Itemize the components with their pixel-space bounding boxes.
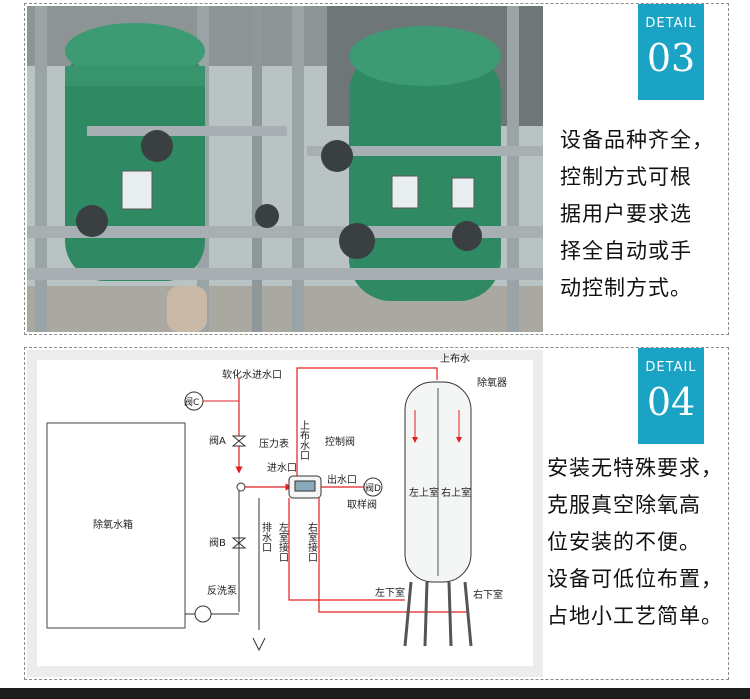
detail-badge: DETAIL 04 bbox=[638, 348, 704, 444]
valve-d-label: 阀D bbox=[365, 483, 381, 494]
description-line: 择全自动或手 bbox=[560, 239, 692, 263]
valve-a-label: 阀A bbox=[209, 434, 226, 447]
junction-icon bbox=[236, 482, 246, 492]
sampling-valve-label: 取样阀 bbox=[347, 498, 377, 511]
drain-port-label: 排水口 bbox=[260, 521, 272, 552]
valve-c-label: 阀C bbox=[184, 397, 199, 408]
backwash-pump-label: 反洗泵 bbox=[207, 585, 237, 597]
left-chamber-port-label: 左室接口 bbox=[277, 521, 289, 562]
process-diagram: 除氧水箱 阀C 软化水进水口 阀A 压力表 进水口 控制阀 出水口 阀D bbox=[27, 350, 543, 677]
top-distributor-port-label: 上布水口 bbox=[298, 420, 310, 460]
pressure-gauge-label: 压力表 bbox=[259, 437, 289, 450]
detail-badge-label: DETAIL bbox=[645, 16, 697, 31]
detail-panel-03: DETAIL 03 设备品种齐全， 控制方式可根 据用户要求选 择全自动或手 动… bbox=[24, 3, 729, 335]
valve-a-icon bbox=[231, 435, 247, 447]
detail-description: 安装无特殊要求， 克服真空除氧高 位安装的不便。 设备可低位布置， 占地小工艺简… bbox=[547, 450, 723, 635]
left-upper-label: 左上室 bbox=[409, 486, 439, 499]
description-line: 克服真空除氧高 bbox=[547, 493, 701, 517]
detail-badge-label: DETAIL bbox=[645, 360, 697, 375]
detail-description: 设备品种齐全， 控制方式可根 据用户要求选 择全自动或手 动控制方式。 bbox=[560, 122, 714, 307]
description-line: 安装无特殊要求， bbox=[547, 456, 723, 480]
description-line: 设备品种齐全， bbox=[560, 128, 714, 152]
detail-panel-04: 除氧水箱 阀C 软化水进水口 阀A 压力表 进水口 控制阀 出水口 阀D bbox=[24, 347, 729, 680]
detail-badge-number: 04 bbox=[646, 380, 696, 424]
outlet-label: 出水口 bbox=[327, 473, 357, 486]
description-line: 占地小工艺简单。 bbox=[547, 604, 723, 628]
right-chamber-port-label: 右室接口 bbox=[306, 521, 318, 562]
detail-badge-number: 03 bbox=[646, 36, 696, 80]
description-line: 位安装的不便。 bbox=[547, 530, 701, 554]
top-distributor-label: 上布水 bbox=[440, 353, 470, 365]
softened-inlet-label: 软化水进水口 bbox=[222, 368, 282, 381]
description-line: 控制方式可根 bbox=[560, 165, 692, 189]
deoxidizer-label: 除氧器 bbox=[477, 376, 507, 389]
detail-badge: DETAIL 03 bbox=[638, 4, 704, 100]
valve-d-icon bbox=[363, 477, 383, 497]
right-upper-label: 右上室 bbox=[441, 486, 471, 499]
control-valve-label: 控制阀 bbox=[325, 435, 355, 448]
description-line: 据用户要求选 bbox=[560, 202, 692, 226]
process-diagram-svg: 除氧水箱 阀C 软化水进水口 阀A 压力表 进水口 控制阀 出水口 阀D bbox=[37, 353, 533, 666]
tank-label: 除氧水箱 bbox=[93, 518, 133, 531]
description-line: 设备可低位布置， bbox=[547, 567, 723, 591]
inlet-label: 进水口 bbox=[267, 462, 297, 474]
deaeration-tank bbox=[46, 422, 186, 629]
valve-b-label: 阀B bbox=[209, 536, 226, 549]
right-lower-label: 右下室 bbox=[473, 588, 503, 601]
left-lower-label: 左下室 bbox=[375, 586, 405, 599]
drain-funnel-icon bbox=[252, 637, 266, 652]
description-line: 动控制方式。 bbox=[560, 276, 692, 300]
bottom-bar bbox=[0, 688, 750, 699]
equipment-photo bbox=[27, 6, 543, 332]
equipment-photo-illustration bbox=[27, 6, 543, 332]
backwash-pump-icon bbox=[194, 605, 212, 623]
